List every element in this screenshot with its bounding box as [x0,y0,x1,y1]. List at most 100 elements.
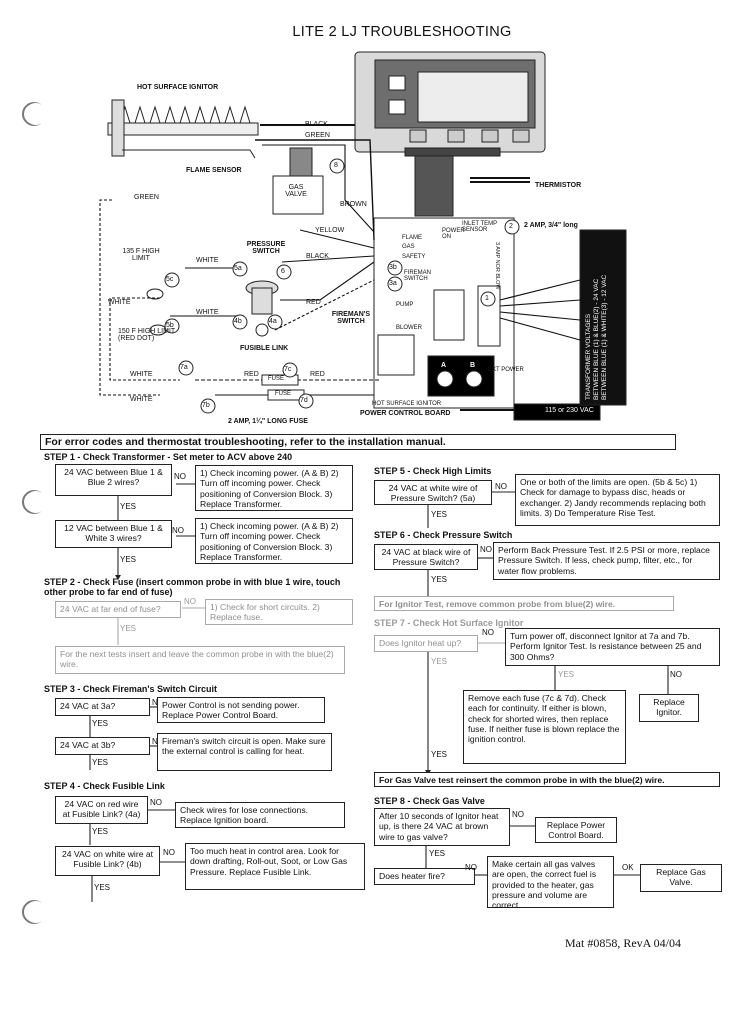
label-red-2: RED [244,371,259,378]
step1-q1-yes: YES [120,502,137,511]
error-codes-banner: For error codes and thermostat troublesh… [40,434,676,450]
label-thermistor: THERMISTOR [535,182,582,189]
step8-title: STEP 8 - Check Gas Valve [374,796,485,806]
step1-question1: 24 VAC between Blue 1 & Blue 2 wires? [55,464,172,496]
callout-b: B [470,362,476,369]
step5-yes: YES [431,510,448,519]
step8-q2-no: NO [465,863,477,872]
step3-q1-yes: YES [92,719,109,728]
step3-q1-no-action: Power Control is not sending power. Repl… [157,697,325,723]
step2-no: NO [184,597,196,606]
callout-7c: 7c [284,366,292,373]
callout-2: 2 [509,223,513,230]
step6-no-action: Perform Back Pressure Test. If 2.5 PSI o… [493,542,720,580]
callout-3a: 3a [389,280,397,287]
label-firemans-switch: FIREMAN'S SWITCH [331,311,371,325]
callout-6: 6 [281,268,285,275]
label-green: GREEN [134,194,159,201]
step7-title: STEP 7 - Check Hot Surface Ignitor [374,618,524,628]
label-150-high-limit: 150 F HIGH LIMIT (RED DOT) [118,328,176,342]
step7-question: Does Ignitor heat up? [374,635,478,652]
footer-mat-number: Mat #0858, RevA 04/04 [565,936,681,950]
callout-a: A [441,362,447,369]
step2-title: STEP 2 - Check Fuse (insert common probe… [44,577,341,598]
label-red-3: RED [310,371,325,378]
label-fuse-1: FUSE [268,376,285,382]
label-blower: BLOWER [396,325,423,331]
step7-yes-action: Remove each fuse (7c & 7d). Check each f… [463,690,626,764]
gas-valve [272,147,324,215]
label-gas-valve: GAS VALVE [285,184,307,198]
step1-q2-no-action: 1) Check incoming power. (A & B) 2) Turn… [195,518,353,564]
step8-question1: After 10 seconds of Ignitor heat up, is … [374,808,510,846]
step4-question2: 24 VAC on white wire at Fusible Link? (4… [55,846,160,876]
step3-q2-no-action: Fireman's switch circuit is open. Make s… [157,733,332,771]
callout-4a: 4a [269,318,277,325]
step8-question2: Does heater fire? [374,868,475,885]
label-fuse-2: FUSE [275,391,292,397]
step7-no-replace-ignitor: Replace Ignitor. [639,694,699,722]
label-white-5: WHITE [130,396,153,403]
label-flame-sensor: FLAME SENSOR [186,167,242,174]
wiring-diagram [99,51,627,421]
step6-no: NO [480,545,492,554]
label-safety: SAFETY [402,254,426,260]
step3-question2: 24 VAC at 3b? [55,737,150,755]
label-white-2: WHITE [108,299,131,306]
callout-7d: 7d [300,397,308,404]
label-hot-surface-ignitor: HOT SURFACE IGNITOR [137,84,219,91]
callout-3b: 3b [389,264,397,271]
label-115-230-vac: 115 or 230 VAC [545,407,594,414]
power-control-board-shape [373,217,601,421]
step6-title: STEP 6 - Check Pressure Switch [374,530,513,540]
label-ext-power: EXT POWER [488,367,524,373]
ignitor-assembly [107,99,259,159]
step4-q1-yes: YES [92,827,109,836]
step7-yes: YES [431,657,448,666]
step4-q2-no-action: Too much heat in control area. Look for … [185,843,365,890]
step5-question: 24 VAC at white wire of Pressure Switch?… [374,480,492,505]
page-title: LITE 2 LJ TROUBLESHOOTING [292,24,512,40]
step4-title: STEP 4 - Check Fusible Link [44,781,165,791]
step4-question1: 24 VAC on red wire at Fusible Link? (4a) [55,796,148,824]
step2-question: 24 VAC at far end of fuse? [55,601,181,618]
callout-4b: 4b [234,318,242,325]
label-white-4: WHITE [130,371,153,378]
step4-q2-no: NO [163,848,175,857]
step8-q1-yes: YES [429,849,446,858]
step8-replace-gas-valve: Replace Gas Valve. [640,864,722,892]
step1-q1-no: NO [174,472,186,481]
step6-yes: YES [431,575,448,584]
label-power-on: POWER ON [442,228,465,240]
label-fusible-link: FUSIBLE LINK [240,345,289,352]
callout-5b: 5b [166,322,174,329]
step5-title: STEP 5 - Check High Limits [374,466,492,476]
callout-7a: 7a [180,364,188,371]
step7-resistance-yes: YES [558,670,575,679]
callout-7b: 7b [202,402,210,409]
label-fireman: FIREMAN SWITCH [404,270,431,282]
callout-8: 8 [334,162,338,169]
label-flame: FLAME [402,235,423,241]
step1-q2-yes: YES [120,555,137,564]
label-135-high-limit: 135 F HIGH LIMIT [122,248,160,262]
step6-question: 24 VAC at black wire of Pressure Switch? [374,544,478,570]
step1-question2: 12 VAC between Blue 1 & White 3 wires? [55,520,172,548]
label-2-amp-fuse: 2 AMP, 1¼" LONG FUSE [228,418,308,425]
label-black-2: BLACK [306,253,329,260]
step3-q2-yes: YES [92,758,109,767]
label-pump: PUMP [396,302,414,308]
label-2-amp: 2 AMP, 3/4" long [524,222,578,229]
control-panel [354,51,546,157]
label-inlet-temp-sensor: INLET TEMP SENSOR [462,221,498,233]
step6-ignitor-note: For Ignitor Test, remove common probe fr… [374,596,674,611]
step2-note: For the next tests insert and leave the … [55,646,345,674]
step8-q1-no: NO [512,810,524,819]
step1-q1-no-action: 1) Check incoming power. (A & B) 2) Turn… [195,465,353,511]
label-white-1: WHITE [196,257,219,264]
step3-question1: 24 VAC at 3a? [55,698,150,716]
step4-q1-no: NO [150,798,162,807]
step5-no: NO [495,482,507,491]
step4-q1-no-action: Check wires for lose connections. Replac… [175,802,345,828]
label-pressure-switch: PRESSURE SWITCH [246,241,286,255]
